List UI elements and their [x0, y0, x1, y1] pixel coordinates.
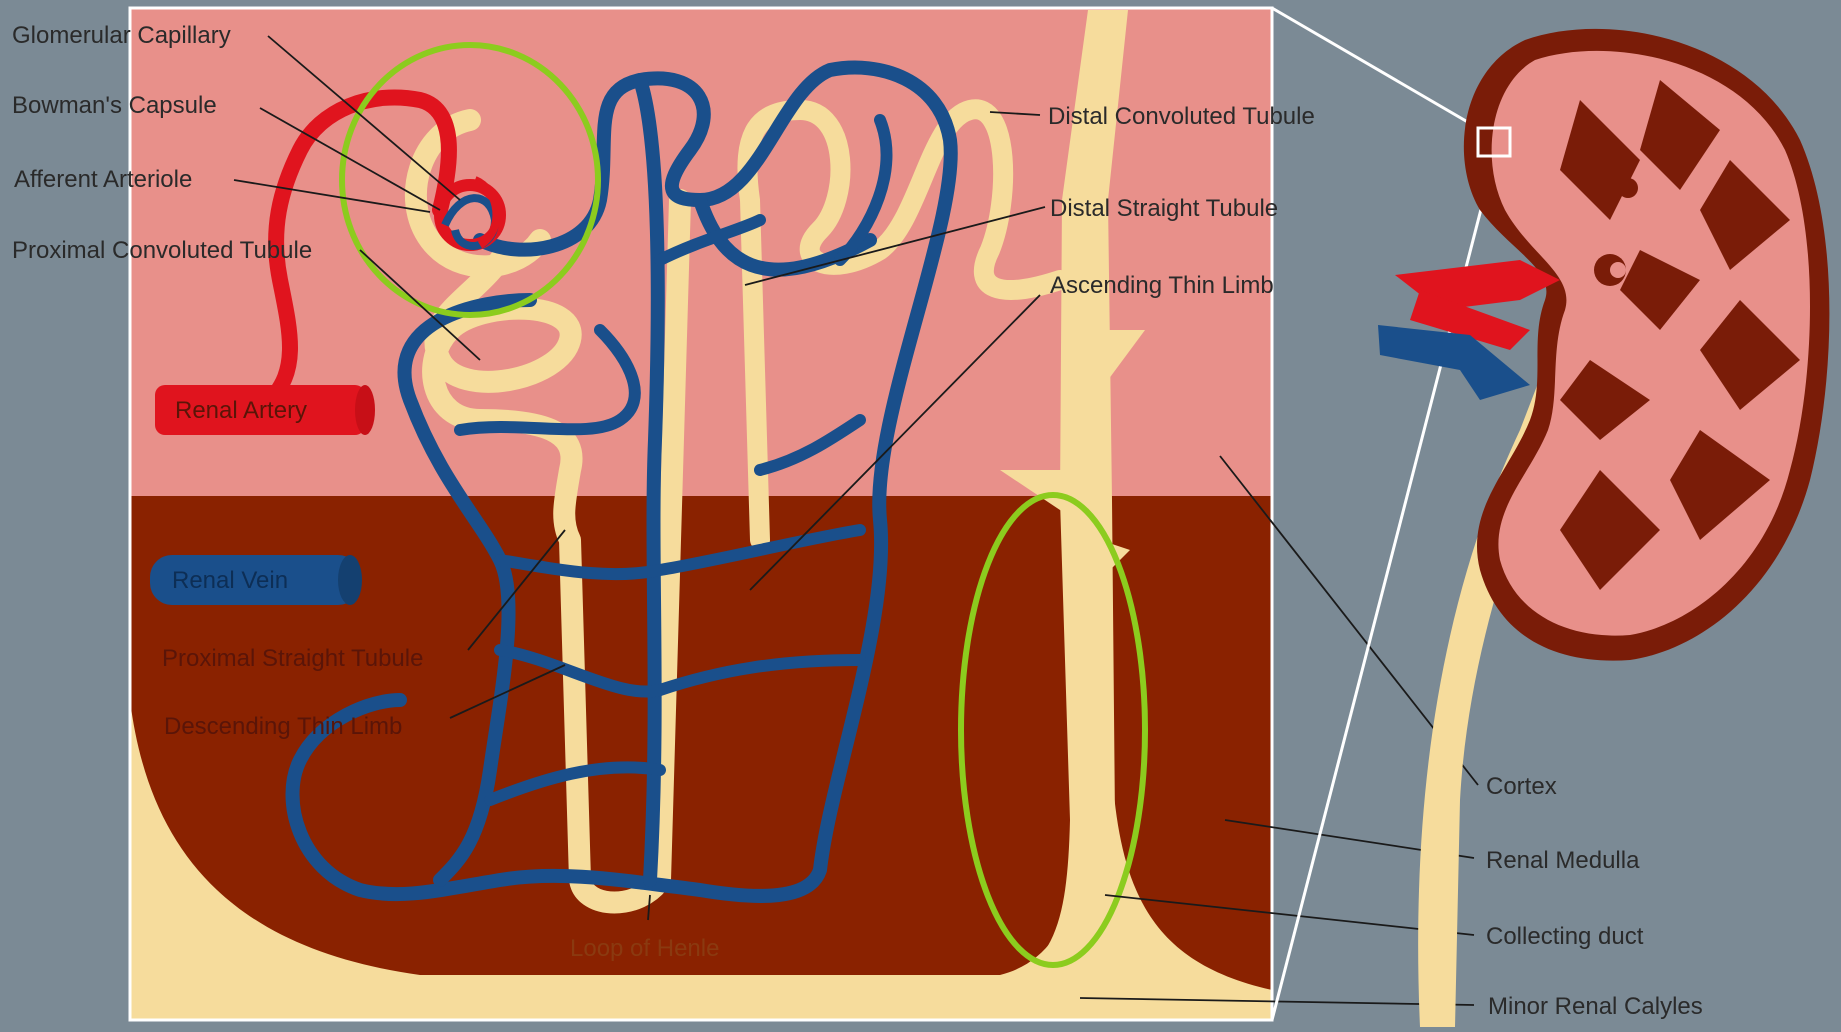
label-distal-convoluted-tubule: Distal Convoluted Tubule — [1048, 103, 1315, 130]
label-renal-medulla: Renal Medulla — [1486, 847, 1640, 874]
label-descending-thin-limb: Descending Thin Limb — [164, 713, 402, 740]
label-afferent-arteriole: Afferent Arteriole — [14, 166, 192, 193]
label-distal-straight-tubule: Distal Straight Tubule — [1050, 195, 1278, 222]
label-loop-of-henle: Loop of Henle — [570, 935, 719, 962]
label-ascending-thin-limb: Ascending Thin Limb — [1050, 272, 1274, 299]
label-proximal-convoluted-tubule: Proximal Convoluted Tubule — [12, 237, 312, 264]
label-renal-artery: Renal Artery — [175, 397, 307, 424]
label-renal-vein: Renal Vein — [172, 567, 288, 594]
label-glomerular-capillary: Glomerular Capillary — [12, 22, 231, 49]
label-collecting-duct: Collecting duct — [1486, 923, 1644, 950]
kidney-overview — [1272, 8, 1829, 1027]
label-bowmans-capsule: Bowman's Capsule — [12, 92, 217, 119]
label-minor-renal-calyces: Minor Renal Calyles — [1488, 993, 1703, 1020]
label-proximal-straight-tubule: Proximal Straight Tubule — [162, 645, 423, 672]
label-cortex: Cortex — [1486, 773, 1557, 800]
